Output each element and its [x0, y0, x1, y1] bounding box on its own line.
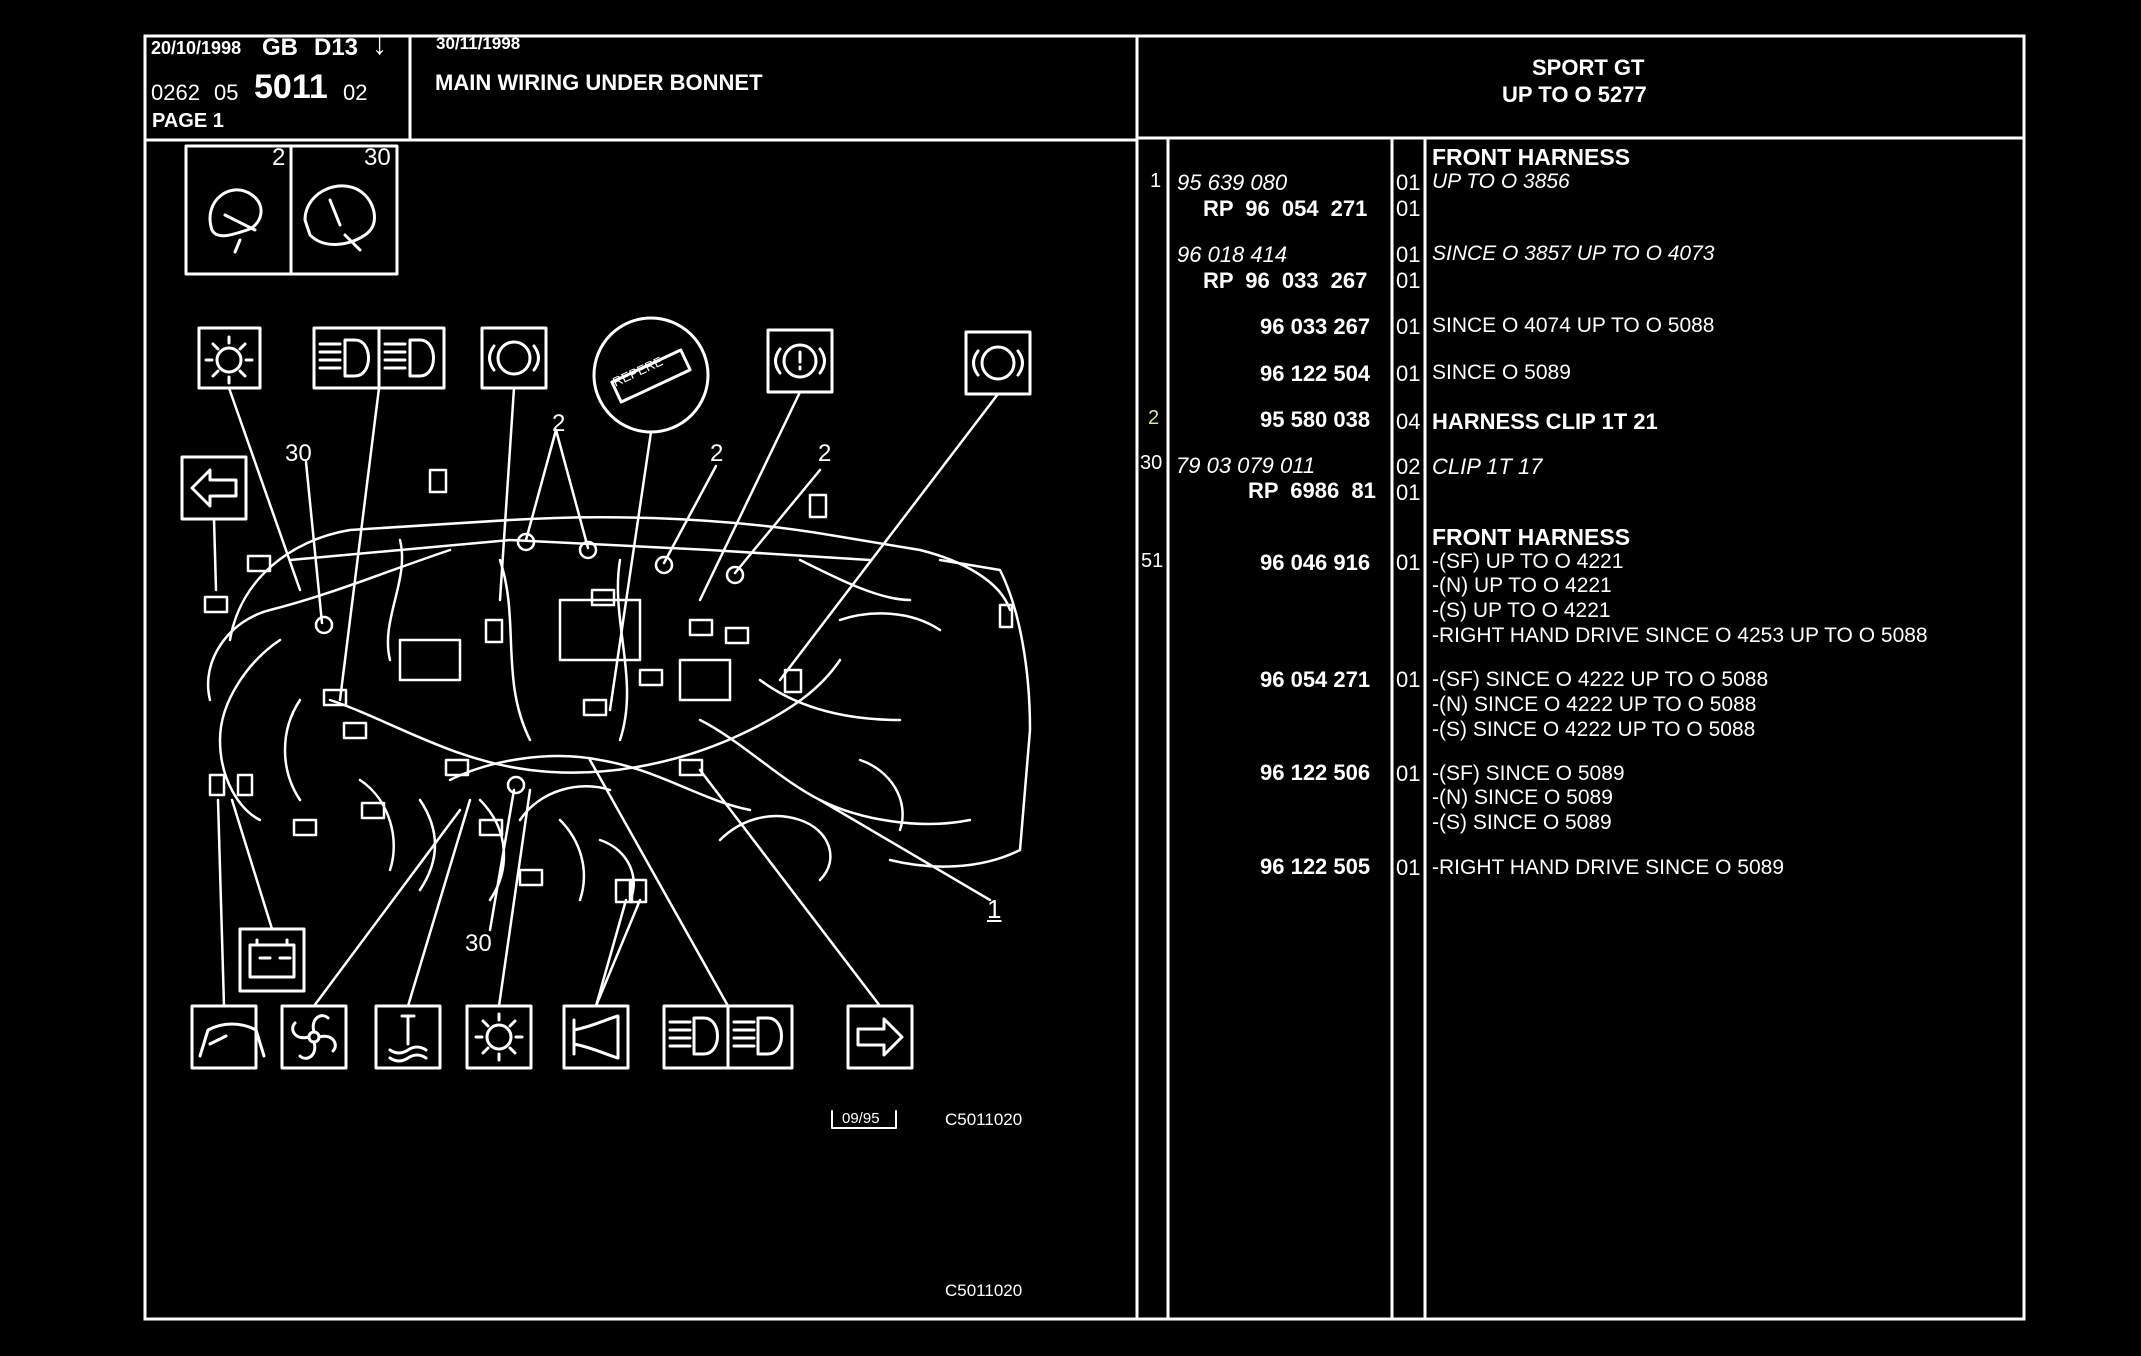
bulb-icon [197, 326, 262, 390]
clip-markers [314, 532, 745, 795]
ref-icon-label: 30 [364, 144, 391, 171]
quantity: 01 [1396, 361, 1421, 386]
issue-date: 20/10/1998 [151, 38, 242, 58]
description-line: -RIGHT HAND DRIVE SINCE O 5089 [1432, 856, 1785, 879]
quantity: 01 [1396, 170, 1421, 195]
part-number: 95 580 038 [1260, 407, 1371, 432]
part-number: 95 639 080 [1177, 170, 1288, 195]
battery-icon [238, 927, 306, 993]
model-name: SPORT GT [1532, 55, 1645, 80]
connectors [203, 468, 1014, 904]
leader-lines [212, 386, 1000, 1008]
ref-number: 51 [1141, 550, 1164, 572]
part-number: RP 6986 81 [1248, 478, 1376, 503]
callout-label: 2 [710, 440, 724, 467]
arrow-left-icon [180, 455, 248, 521]
ref-number: 30 [1140, 452, 1163, 474]
fan-icon [280, 1004, 348, 1070]
description: SINCE O 4074 UP TO O 5088 [1432, 314, 1715, 337]
arrow-down-icon: ↓ [372, 28, 387, 61]
ref-number: 2 [1148, 407, 1160, 429]
description-line: -(S) SINCE O 4222 UP TO O 5088 [1432, 718, 1756, 741]
ref-number: 1 [1150, 170, 1162, 192]
part-number: 96 122 504 [1260, 361, 1371, 386]
part-number: 79 03 079 011 [1176, 453, 1316, 478]
part-number: 96 122 506 [1260, 760, 1371, 785]
part-number: 96 033 267 [1260, 314, 1371, 339]
quantity: 01 [1396, 855, 1421, 880]
ref-group: 05 [214, 80, 239, 105]
description: UP TO O 3856 [1432, 170, 1570, 193]
part-number: 96 054 271 [1260, 667, 1371, 692]
model-range: UP TO O 5277 [1502, 82, 1647, 107]
revision-date: 30/11/1998 [436, 34, 521, 53]
ref-icon-label: 2 [272, 144, 286, 171]
section-code: D13 [314, 34, 359, 61]
brake-pad-icon [964, 330, 1032, 396]
quantity: 04 [1396, 409, 1421, 434]
quantity: 01 [1396, 314, 1421, 339]
quantity: 02 [1396, 454, 1421, 479]
quantity: 01 [1396, 550, 1421, 575]
wiring-diagram: 2 30 2 2 2 2 30 30 1 REPERE 09/95 C50110… [145, 140, 1137, 1319]
brake-warning-icon [480, 326, 548, 390]
coolant-temp-icon [374, 1004, 442, 1070]
callout-label: 1 [987, 894, 1002, 924]
description: HARNESS CLIP 1T 21 [1432, 409, 1658, 434]
arrow-right-icon [846, 1004, 914, 1070]
clip-reference-box [184, 144, 399, 276]
language-code: GB [262, 34, 298, 61]
description: SINCE O 5089 [1432, 361, 1571, 384]
footer-code: C5011020 [945, 1281, 1023, 1300]
quantity: 01 [1396, 667, 1421, 692]
description-line: -(N) SINCE O 5089 [1432, 786, 1613, 809]
stamp-date: 09/95 [842, 1110, 880, 1127]
description-line: -(N) UP TO O 4221 [1432, 574, 1612, 597]
part-number: RP 96 033 267 [1203, 268, 1368, 293]
horn-icon [562, 1004, 630, 1070]
quantity: 01 [1396, 761, 1421, 786]
stamp-box [831, 1110, 897, 1129]
ref-prefix: 0262 [151, 80, 200, 105]
quantity: 01 [1396, 196, 1421, 221]
page-title: MAIN WIRING UNDER BONNET [435, 70, 763, 95]
description-line: -(S) UP TO O 4221 [1432, 599, 1611, 622]
description-line: -(N) SINCE O 4222 UP TO O 5088 [1432, 693, 1757, 716]
harness-drawing [206, 515, 1032, 902]
description-line: -(SF) SINCE O 5089 [1432, 762, 1625, 785]
part-number: RP 96 054 271 [1203, 196, 1368, 221]
description-line: -(S) SINCE O 5089 [1432, 811, 1612, 834]
quantity: 01 [1396, 268, 1421, 293]
part-number: 96 046 916 [1260, 550, 1371, 575]
description: SINCE O 3857 UP TO O 4073 [1432, 242, 1715, 265]
description-line: -RIGHT HAND DRIVE SINCE O 4253 UP TO O 5… [1432, 624, 1928, 647]
group-heading: FRONT HARNESS [1432, 144, 1631, 170]
description: CLIP 1T 17 [1432, 454, 1543, 479]
page-number: PAGE 1 [152, 110, 224, 132]
drawing-code: C5011020 [945, 1110, 1023, 1129]
group-heading: FRONT HARNESS [1432, 524, 1631, 550]
parking-brake-icon [766, 328, 834, 394]
diagram-drawing [180, 144, 1032, 1129]
callout-label: 2 [818, 440, 832, 467]
quantity: 01 [1396, 242, 1421, 267]
description-line: -(SF) SINCE O 4222 UP TO O 5088 [1432, 668, 1769, 691]
callout-label: 2 [552, 410, 566, 437]
part-number: 96 018 414 [1177, 242, 1288, 267]
ref-main-number: 5011 [254, 68, 328, 106]
headlamp-icon [662, 1004, 794, 1070]
part-number: 96 122 505 [1260, 854, 1371, 879]
callout-label: 30 [285, 440, 312, 467]
bulb-icon [465, 1004, 533, 1070]
washer-icon [190, 1004, 266, 1070]
quantity: 01 [1396, 480, 1421, 505]
headlamp-icon [312, 326, 446, 390]
ref-suffix: 02 [343, 80, 368, 105]
callout-label: 30 [465, 930, 492, 957]
description-line: -(SF) UP TO O 4221 [1432, 550, 1624, 573]
